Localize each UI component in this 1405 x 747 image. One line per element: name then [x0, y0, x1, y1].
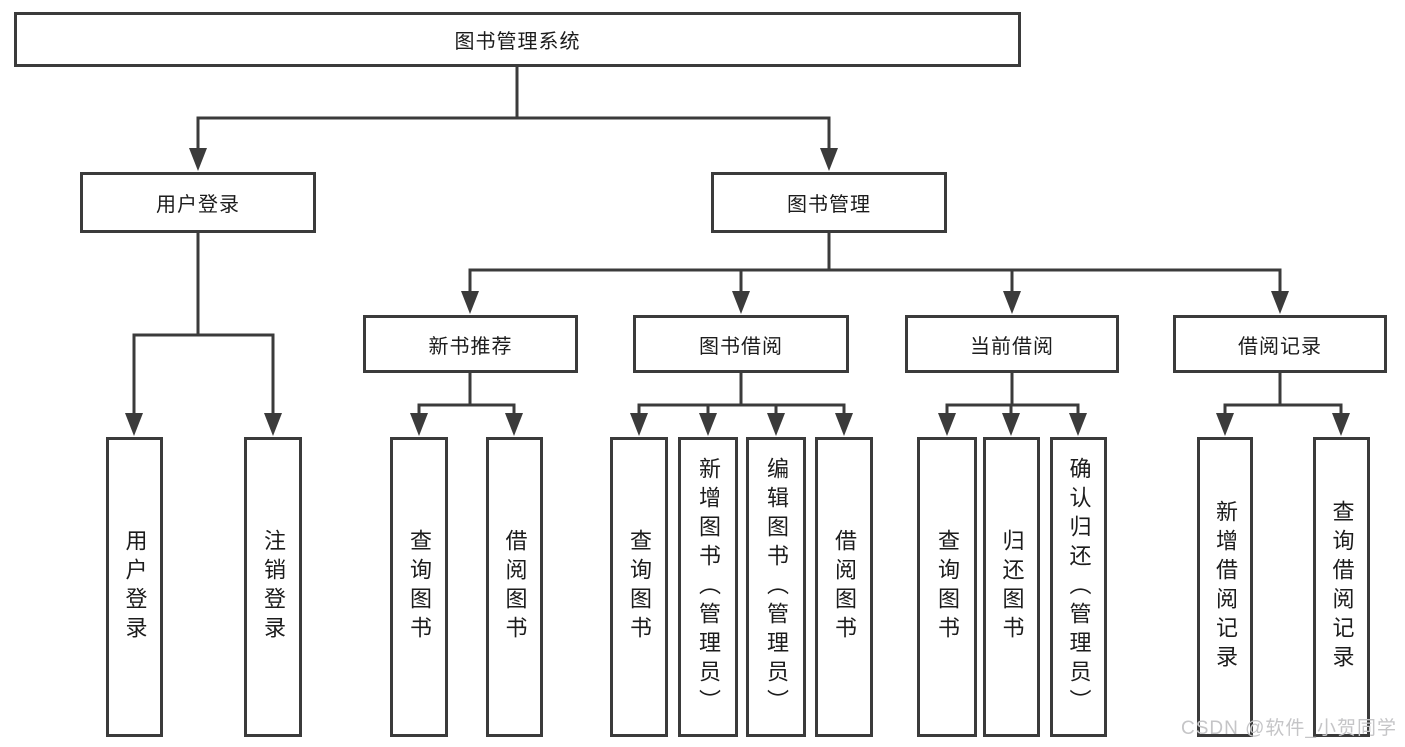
node-label: 用户登录 [122, 529, 148, 645]
node-label: 确认归还（管理员） [1066, 456, 1092, 718]
leaf-user-login: 用户登录 [106, 437, 163, 737]
leaf-return-books: 归还图书 [983, 437, 1040, 737]
leaf-query-books-current: 查询图书 [917, 437, 977, 737]
node-new-book-recommend: 新书推荐 [363, 315, 578, 373]
node-system-root: 图书管理系统 [14, 12, 1021, 67]
leaf-borrow-books-recommend: 借阅图书 [486, 437, 543, 737]
node-label: 编辑图书（管理员） [764, 456, 789, 718]
leaf-logout: 注销登录 [244, 437, 302, 737]
node-current-borrow: 当前借阅 [905, 315, 1119, 373]
leaf-query-books-recommend: 查询图书 [390, 437, 448, 737]
node-label: 注销登录 [261, 529, 286, 645]
node-label: 图书借阅 [699, 335, 783, 358]
node-label: 图书管理 [787, 194, 871, 216]
node-label: 新书推荐 [428, 335, 513, 358]
leaf-add-books-admin: 新增图书（管理员） [678, 437, 738, 737]
node-label: 查询图书 [627, 529, 652, 645]
leaf-query-borrow-record: 查询借阅记录 [1313, 437, 1370, 737]
leaf-query-books-borrow: 查询图书 [610, 437, 668, 737]
leaf-add-borrow-record: 新增借阅记录 [1197, 437, 1253, 737]
node-label: 用户登录 [156, 194, 240, 216]
node-borrow-records: 借阅记录 [1173, 315, 1387, 373]
node-label: 图书管理系统 [454, 31, 581, 53]
node-label: 新增借阅记录 [1213, 500, 1238, 674]
leaf-confirm-return-admin: 确认归还（管理员） [1050, 437, 1107, 737]
node-label: 借阅图书 [832, 529, 857, 645]
node-book-borrow: 图书借阅 [633, 315, 849, 373]
node-label: 查询图书 [935, 529, 960, 645]
leaf-borrow-books: 借阅图书 [815, 437, 873, 737]
node-label: 查询图书 [407, 529, 432, 645]
node-label: 查询借阅记录 [1329, 500, 1355, 674]
node-book-management: 图书管理 [711, 172, 947, 233]
leaf-edit-books-admin: 编辑图书（管理员） [746, 437, 806, 737]
node-label: 新增图书（管理员） [696, 456, 721, 718]
node-label: 借阅图书 [502, 529, 528, 645]
node-label: 归还图书 [999, 529, 1025, 645]
node-user-login: 用户登录 [80, 172, 316, 233]
node-label: 借阅记录 [1238, 335, 1322, 358]
node-label: 当前借阅 [970, 335, 1054, 358]
